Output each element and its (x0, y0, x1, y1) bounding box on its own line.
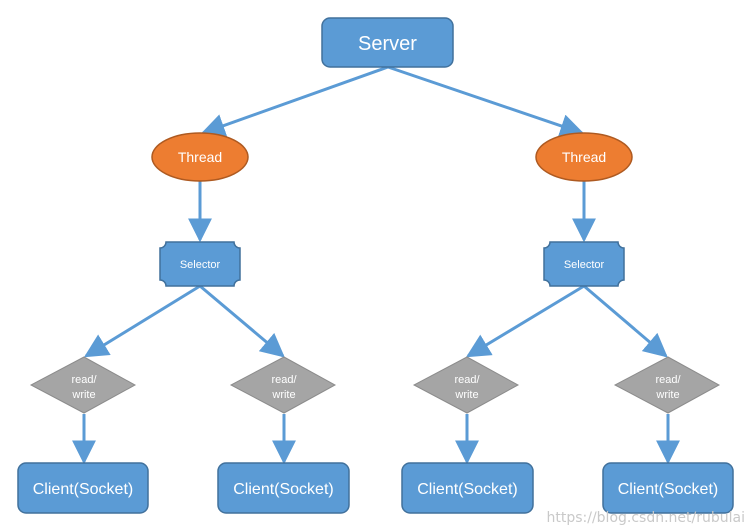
arrow-server-to-thread-left (200, 65, 389, 138)
server-node: Server (321, 17, 454, 68)
op-label-line1: read/ (71, 374, 97, 386)
thread-label: Thread (178, 149, 222, 165)
op-diamond-3: read/ write (412, 356, 520, 414)
thread-label: Thread (562, 149, 606, 165)
selector-label: Selector (180, 259, 221, 271)
client-label: Client(Socket) (33, 481, 133, 498)
client-node-3: Client(Socket) (401, 462, 534, 514)
client-label: Client(Socket) (233, 481, 333, 498)
arrow-selector-to-op-3 (465, 284, 585, 358)
op-diamond-2: read/ write (229, 356, 337, 414)
arrow-selector-to-op-2 (199, 284, 285, 358)
connector-arrows (72, 65, 680, 465)
op-label-line2: write (71, 389, 95, 401)
client-node-1: Client(Socket) (17, 462, 149, 514)
client-label: Client(Socket) (618, 481, 718, 498)
client-label: Client(Socket) (417, 481, 517, 498)
op-label-line2: write (454, 389, 478, 401)
selector-node-right: Selector (543, 241, 625, 287)
op-label-line1: read/ (454, 374, 480, 386)
op-label-line2: write (271, 389, 295, 401)
arrow-selector-to-op-4 (583, 284, 668, 358)
thread-node-left: Thread (151, 132, 249, 182)
op-label-line2: write (655, 389, 679, 401)
op-diamond-4: read/ write (613, 356, 721, 414)
arrow-server-to-thread-right (387, 65, 585, 138)
thread-node-right: Thread (535, 132, 633, 182)
client-node-2: Client(Socket) (217, 462, 350, 514)
selector-node-left: Selector (159, 241, 241, 287)
client-node-4: Client(Socket) (602, 462, 734, 514)
selector-label: Selector (564, 259, 605, 271)
server-label: Server (358, 33, 417, 55)
op-diamond-1: read/ write (29, 356, 137, 414)
op-label-line1: read/ (655, 374, 681, 386)
arrow-selector-to-op-1 (83, 284, 201, 358)
op-label-line1: read/ (271, 374, 297, 386)
watermark-text: https://blog.csdn.net/rubulai (546, 510, 745, 526)
